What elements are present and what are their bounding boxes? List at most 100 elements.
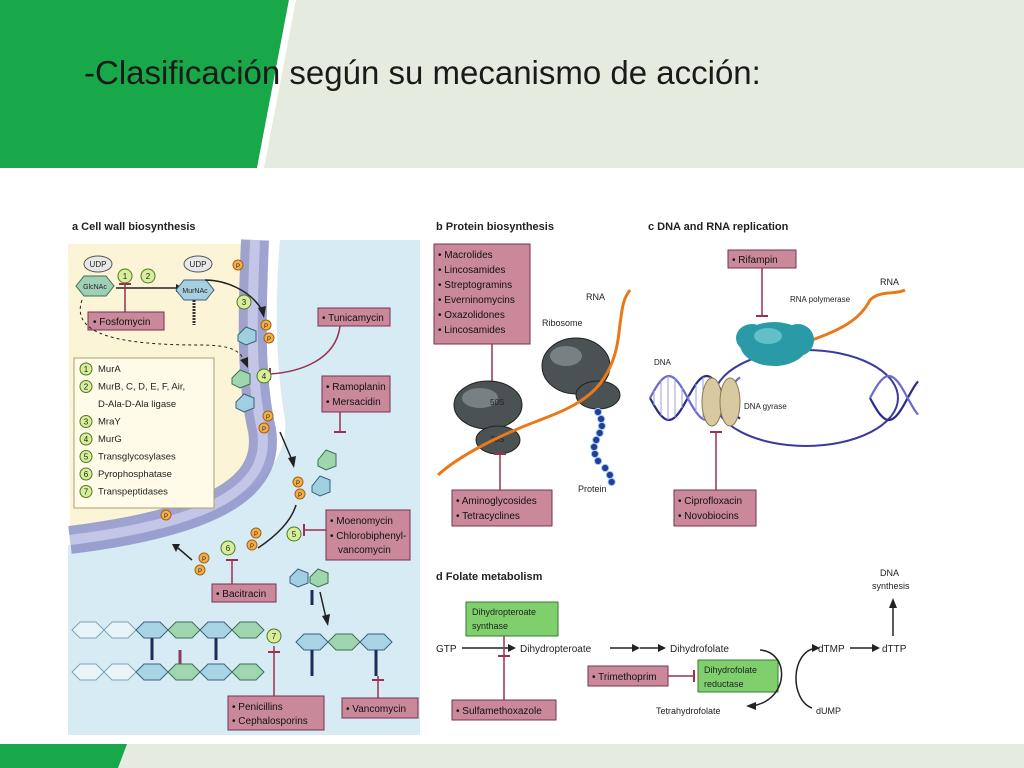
drug-chlorobiphenyl: • Chlorobiphenyl- — [330, 531, 406, 542]
legend-step-marker — [79, 467, 93, 481]
amino-acid-bead — [601, 463, 610, 473]
rna-label-b: RNA — [586, 292, 605, 302]
protein-label: Protein — [578, 484, 607, 494]
amino-acid-bead — [589, 442, 599, 452]
slide-title: -Clasificación según su mecanismo de acc… — [84, 54, 761, 91]
drug-ribosome-50s-inhibitor: • Lincosamides — [438, 325, 505, 336]
step-5: 5 — [292, 530, 297, 539]
rna-polymerase-label: RNA polymerase — [790, 295, 851, 304]
phosphate-12: P — [164, 514, 168, 520]
drug-fosfomycin: • Fosfomycin — [93, 317, 150, 328]
phosphate-4: P — [266, 415, 270, 421]
drug-tunicamycin: • Tunicamycin — [322, 313, 384, 324]
rna-label-c: RNA — [880, 277, 899, 287]
step-2: 2 — [146, 272, 151, 281]
rna-polymerase — [736, 322, 814, 366]
legend-item-text: MurB, C, D, E, F, Air, — [98, 382, 185, 393]
amino-acid-bead — [597, 421, 606, 431]
phosphate-6: P — [296, 481, 300, 487]
drug-rifampin: • Rifampin — [732, 255, 778, 266]
phosphate-7: P — [298, 493, 302, 499]
murnac-label: MurNAc — [182, 288, 208, 295]
phosphate-10: P — [202, 557, 206, 563]
legend-step-marker — [79, 485, 93, 498]
metabolite-dtmp: dTMP — [818, 644, 845, 655]
mechanism-figure: a Cell wall biosynthesis UDP GlcNAc 1 2 … — [66, 212, 926, 735]
panel-c-heading: c DNA and RNA replication — [648, 221, 789, 233]
legend-step-marker — [79, 415, 93, 428]
peptidoglycan-layer: 7 — [71, 621, 393, 696]
drug-trimethoprim: • Trimethoprim — [592, 672, 657, 683]
legend-item-text: MurA — [98, 364, 121, 375]
amino-acid-bead — [607, 477, 616, 487]
drug-ribosome-50s-inhibitor: • Macrolides — [438, 250, 493, 261]
legend-item-text: Transpeptidases — [98, 487, 168, 498]
metabolite-dihydrofolate: Dihydrofolate — [670, 644, 729, 655]
drug-ciprofloxacin: • Ciprofloxacin — [678, 496, 742, 507]
drug-vancomycin-variant: vancomycin — [338, 545, 391, 556]
metabolite-gtp: GTP — [436, 644, 457, 655]
amino-acid-bead — [590, 449, 600, 459]
drug-penicillins: • Penicillins — [232, 702, 283, 713]
amino-acid-bead — [595, 428, 604, 438]
step-4: 4 — [262, 372, 267, 381]
legend-step-marker — [79, 450, 93, 463]
header-divider — [257, 0, 296, 168]
metabolite-dttp: dTTP — [882, 644, 907, 655]
enzyme-dhfr-2: reductase — [704, 679, 744, 689]
panel-a-cell-wall: a Cell wall biosynthesis UDP GlcNAc 1 2 … — [68, 221, 420, 735]
enzyme-dhps-2: synthase — [472, 621, 508, 631]
phosphate-9: P — [250, 544, 254, 550]
drug-vancomycin: • Vancomycin — [346, 704, 406, 715]
ribosome-label: Ribosome — [542, 318, 583, 328]
dna-strand — [869, 380, 919, 421]
amino-acid-bead — [593, 456, 603, 466]
legend-step-marker — [79, 380, 93, 393]
phosphate-2: P — [264, 324, 268, 330]
panel-b-heading: b Protein biosynthesis — [436, 221, 554, 233]
legend-step-marker — [79, 432, 93, 446]
drug-ribosome-50s-inhibitor: • Everninomycins — [438, 295, 515, 306]
step-6: 6 — [226, 544, 231, 553]
phosphate-11: P — [198, 569, 202, 575]
protein-chain — [589, 407, 616, 487]
dna-label: DNA — [654, 358, 672, 367]
amino-acid-bead — [605, 470, 614, 480]
step-7: 7 — [272, 632, 277, 641]
legend-step-number: 2 — [84, 383, 89, 392]
drug-ramoplanin: • Ramoplanin — [326, 382, 386, 393]
drug-ribosome-50s-inhibitor: • Oxazolidones — [438, 310, 505, 321]
enzyme-dhps-1: Dihydropteroate — [472, 607, 536, 617]
dna-strand — [869, 375, 919, 416]
udp-label-2: UDP — [190, 260, 207, 269]
udp-label-1: UDP — [90, 260, 107, 269]
phosphate-1: P — [236, 264, 240, 270]
drug-tetracyclines: • Tetracyclines — [456, 511, 520, 522]
panel-b-protein: b Protein biosynthesis • Macrolides • Lin… — [433, 221, 632, 527]
panel-a-heading: a Cell wall biosynthesis — [72, 221, 196, 233]
metabolite-tetrahydrofolate: Tetrahydrofolate — [656, 706, 721, 716]
step-3: 3 — [242, 298, 247, 307]
phosphate-3: P — [267, 337, 271, 343]
legend-step-marker — [79, 362, 93, 376]
dna-gyrase-label: DNA gyrase — [744, 402, 787, 411]
panel-c-dna-rna: c DNA and RNA replication • Rifampin RNA… — [648, 221, 919, 527]
dna-synthesis-1: DNA — [880, 568, 899, 578]
phosphate-5: P — [262, 427, 266, 433]
drug-bacitracin: • Bacitracin — [216, 589, 266, 600]
legend-item-text: Pyrophosphatase — [98, 469, 172, 480]
legend-step-number: 5 — [84, 453, 89, 462]
enzyme-dhfr-1: Dihydrofolate — [704, 665, 757, 675]
phosphate-8: P — [254, 532, 258, 538]
legend-step-number: 4 — [84, 435, 89, 444]
amino-acid-bead — [597, 414, 606, 424]
legend-step-number: 6 — [84, 470, 89, 479]
step-1: 1 — [123, 272, 128, 281]
drug-mersacidin: • Mersacidin — [326, 397, 381, 408]
footer-band — [0, 744, 1024, 768]
glcnac-label: GlcNAc — [83, 284, 107, 291]
drug-novobiocins: • Novobiocins — [678, 511, 739, 522]
drug-aminoglycosides: • Aminoglycosides — [456, 496, 537, 507]
